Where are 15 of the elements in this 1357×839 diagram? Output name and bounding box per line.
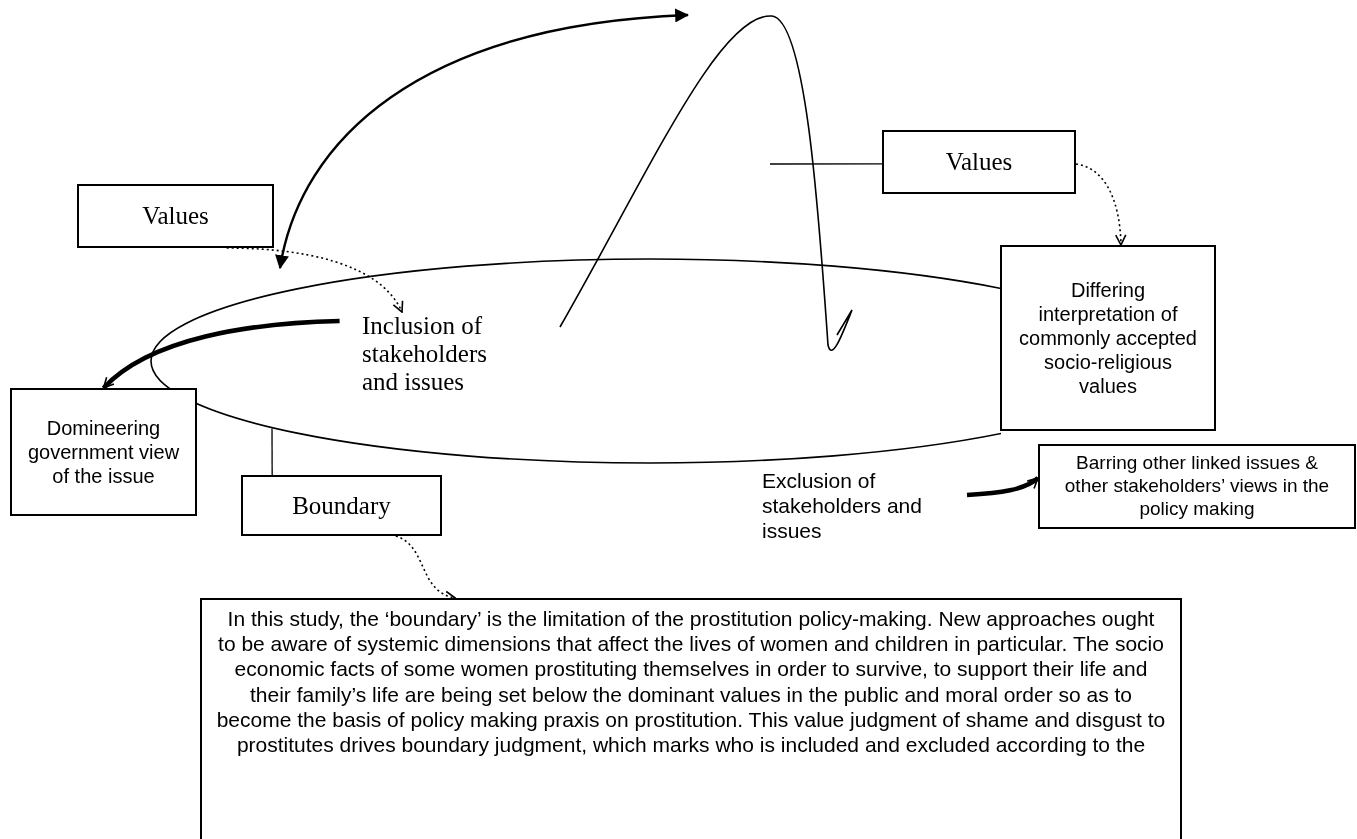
arrow — [966, 476, 1040, 498]
text-box: In this study, the ‘boundary’ is the limitation of the prostitution policy-making. New approaches ought to be aware of systemic dimensions that affect the lives of women and children in particular. The socio economic facts of some women prostituting themselves in order to survive, to support their life and their family’s life are being set below the dominant values in the public and moral order so as to become the basis of policy making praxis on prostitution. This value judgment of shame and disgust to prostitutes drives boundary judgment, which marks who is included and excluded according to the — [200, 598, 1182, 839]
inclusion-label: Inclusion of stakeholders and issues — [362, 312, 522, 412]
arrow — [394, 535, 457, 601]
connector-line — [271, 427, 273, 476]
exclusion-label: Exclusion of stakeholders and issues — [762, 468, 967, 558]
text-box: Barring other linked issues & other stakeholders’ views in the policy making — [1038, 444, 1356, 529]
leader-line — [769, 163, 883, 165]
text-box: Differing interpretation of commonly accepted socio-religious values — [1000, 245, 1216, 431]
text-box: Boundary — [241, 475, 442, 536]
text-box: Values — [882, 130, 1076, 194]
text-box: Domineering government view of the issue — [10, 388, 197, 516]
arrow — [101, 318, 340, 390]
text-box: Values — [77, 184, 274, 248]
arrow — [1075, 163, 1127, 246]
